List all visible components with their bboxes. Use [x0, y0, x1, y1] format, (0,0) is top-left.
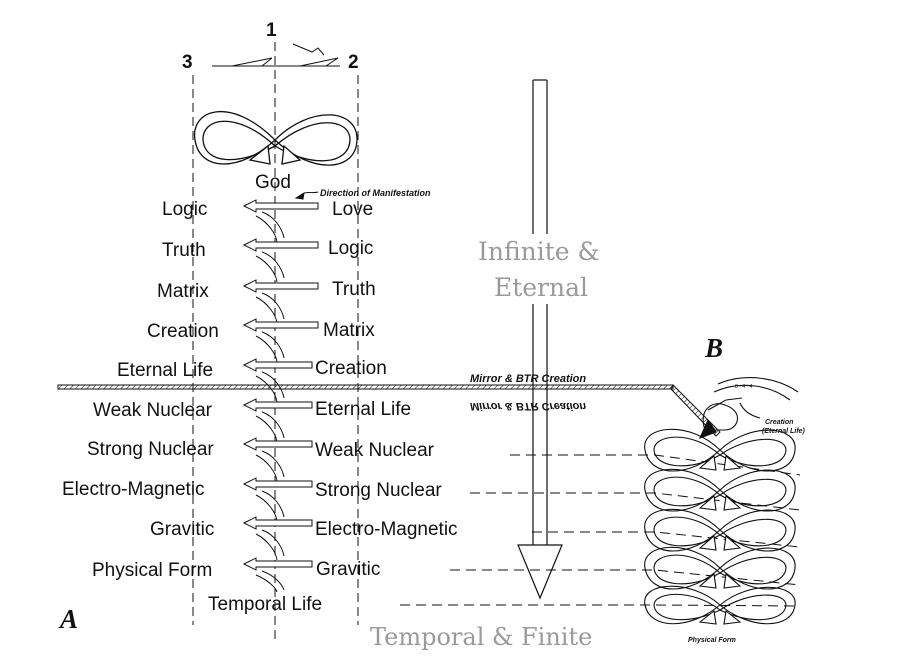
stack-connectors: [400, 454, 801, 607]
infinity-loop-top: [194, 111, 358, 166]
arrow-level-10: [242, 557, 313, 593]
left-label-logic: Logic: [162, 199, 207, 220]
creation-eternal-life-label: (Eternal Life): [762, 428, 805, 435]
left-label-electro-magnetic: Electro-Magnetic: [62, 479, 205, 500]
stack-loop-3: [644, 508, 796, 552]
right-label-matrix: Matrix: [323, 320, 375, 341]
axis-label-1: 1: [266, 20, 277, 41]
left-label-strong-nuclear: Strong Nuclear: [87, 439, 214, 460]
creation-loop: [698, 377, 799, 439]
arrow-level-9: [242, 516, 313, 561]
arrow-level-1: [242, 199, 319, 243]
right-column: Love Logic Truth Matrix Creation Eternal…: [315, 199, 458, 580]
infinite-label: Infinite &: [478, 237, 600, 266]
tiny-marks: 8 · 4 · 4: [735, 384, 752, 390]
right-label-strong-nuclear: Strong Nuclear: [315, 480, 442, 501]
arrow-level-3: [242, 279, 319, 324]
right-label-creation: Creation: [315, 358, 387, 379]
right-label-eternal-life: Eternal Life: [315, 399, 411, 420]
stack-loop-5: [644, 585, 796, 625]
right-label-truth: Truth: [332, 279, 376, 300]
right-label-weak-nuclear: Weak Nuclear: [315, 440, 435, 461]
stack-loop-4: [644, 546, 796, 590]
axis-label-2: 2: [348, 52, 359, 73]
eternal-label: Eternal: [494, 273, 588, 302]
left-label-physical-form: Physical Form: [92, 560, 212, 581]
mirror-btr-creation-reflection: Mirror & BTR Creation: [470, 400, 586, 412]
direction-of-manifestation-label: Direction of Manifestation: [320, 188, 431, 198]
temporal-finite-label: Temporal & Finite: [370, 623, 592, 651]
left-label-eternal-life: Eternal Life: [117, 360, 213, 381]
infinite-label-backdrop: [476, 234, 610, 304]
manifestation-arrows: [242, 199, 319, 593]
physical-form-label: Physical Form: [688, 637, 736, 644]
axis-label-3: 3: [182, 52, 193, 73]
temporal-life-label: Temporal Life: [208, 594, 322, 615]
right-label-electro-magnetic: Electro-Magnetic: [315, 519, 458, 540]
right-label-gravitic: Gravitic: [316, 559, 380, 580]
mirror-btr-creation-label: Mirror & BTR Creation: [470, 373, 586, 385]
left-label-truth: Truth: [162, 240, 206, 261]
arrow-level-7: [242, 437, 313, 482]
stack-loop-1: [644, 428, 796, 472]
right-label-love: Love: [332, 199, 373, 220]
arrow-level-5: [242, 358, 313, 403]
left-label-matrix: Matrix: [157, 281, 209, 302]
arrow-level-4: [242, 318, 319, 363]
stack-loop-2: [644, 468, 796, 512]
direction-pointer: [294, 191, 319, 200]
infinite-to-temporal-arrow: [517, 79, 563, 600]
arrow-level-6: [242, 398, 313, 443]
left-label-weak-nuclear: Weak Nuclear: [93, 400, 213, 421]
right-label-logic: Logic: [328, 238, 373, 259]
arrow-level-8: [242, 477, 313, 522]
left-column: Logic Truth Matrix Creation Eternal Life…: [62, 199, 219, 581]
left-label-creation: Creation: [147, 321, 219, 342]
panel-label-b: B: [704, 333, 723, 363]
creation-label: Creation: [765, 419, 793, 426]
rotation-arrows: [212, 43, 340, 67]
god-label: God: [255, 172, 291, 193]
panel-label-a: A: [58, 604, 78, 634]
infinity-stack: [644, 377, 799, 625]
left-label-gravitic: Gravitic: [150, 519, 214, 540]
arrow-level-2: [242, 238, 319, 283]
